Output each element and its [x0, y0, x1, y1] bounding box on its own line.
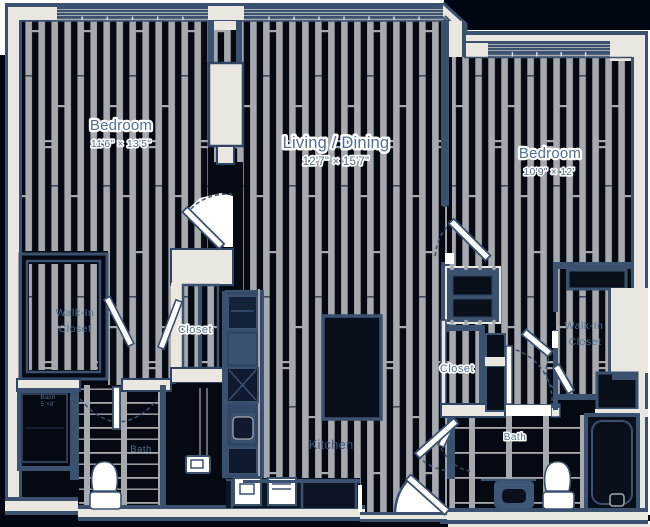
svg-text:12'7" × 15'7": 12'7" × 15'7": [303, 156, 370, 168]
svg-text:Bedroom: Bedroom: [519, 145, 581, 162]
svg-text:Kitchen: Kitchen: [309, 437, 354, 452]
svg-text:Bath: Bath: [504, 432, 527, 443]
svg-text:Bedroom: Bedroom: [90, 117, 152, 134]
svg-text:Closet: Closet: [59, 323, 92, 335]
svg-text:5'×8': 5'×8': [41, 402, 56, 408]
svg-text:11'6" × 13'5": 11'6" × 13'5": [91, 138, 151, 150]
svg-text:10'9" × 12': 10'9" × 12': [523, 166, 574, 178]
svg-text:Bath: Bath: [130, 444, 152, 455]
svg-text:Walk-In: Walk-In: [56, 307, 95, 319]
svg-text:Closet: Closet: [178, 324, 212, 336]
svg-text:Walk-In: Walk-In: [565, 320, 604, 332]
svg-text:Living / Dining: Living / Dining: [283, 134, 390, 152]
svg-text:Bath: Bath: [40, 394, 55, 401]
svg-text:Closet: Closet: [569, 336, 602, 348]
svg-text:Closet: Closet: [440, 363, 474, 375]
